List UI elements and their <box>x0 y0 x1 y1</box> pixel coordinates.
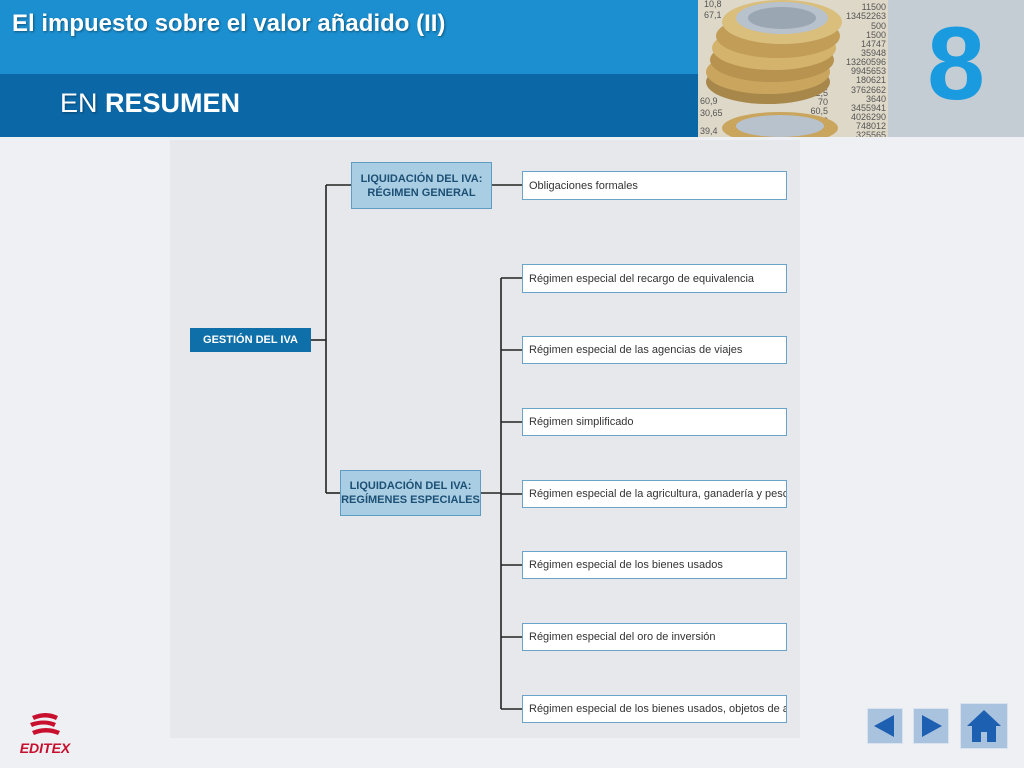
photo-number: 180621 <box>856 75 886 85</box>
photo-number: 1500 <box>866 30 886 40</box>
arrow-left-icon <box>874 715 894 737</box>
home-button[interactable] <box>960 703 1008 749</box>
photo-number: 3640 <box>866 94 886 104</box>
coin-stack-graphic <box>706 0 842 137</box>
header-top-bar <box>0 0 698 74</box>
general-regime-line2: RÉGIMEN GENERAL <box>367 186 476 199</box>
general-regime-node: LIQUIDACIÓN DEL IVA: RÉGIMEN GENERAL <box>351 162 492 209</box>
leaf-node: Régimen especial de los bienes usados <box>522 551 787 579</box>
editex-logo-icon <box>30 713 60 735</box>
home-icon <box>967 710 1001 742</box>
photo-number: 748012 <box>856 121 886 131</box>
leaf-node: Régimen especial de las agencias de viaj… <box>522 336 787 364</box>
page-title: El impuesto sobre el valor añadido (II) <box>12 10 446 37</box>
photo-number: 11500 <box>862 2 886 12</box>
photo-number: 70 <box>818 97 828 107</box>
photo-number: 9945653 <box>851 66 886 76</box>
arrow-right-icon <box>922 715 942 737</box>
photo-number: 67,1 <box>704 10 722 20</box>
photo-number: 13452263 <box>846 11 886 21</box>
general-regime-line1: LIQUIDACIÓN DEL IVA: <box>360 172 483 185</box>
leaf-node: Régimen especial del oro de inversión <box>522 623 787 651</box>
photo-number: 3455941 <box>851 103 886 113</box>
leaf-node: Régimen especial de la agricultura, gana… <box>522 480 787 508</box>
leaf-node: Régimen simplificado <box>522 408 787 436</box>
photo-number: 13260596 <box>846 57 886 67</box>
chapter-number-box <box>888 0 1024 137</box>
header-bottom-bar <box>0 74 698 137</box>
leaf-node: Régimen especial de los bienes usados, o… <box>522 695 787 723</box>
editex-logo: EDITEX <box>10 710 80 760</box>
photo-number: 325565 <box>856 130 886 137</box>
photo-number: 10,8 <box>704 0 722 9</box>
chapter-number: 8 <box>927 6 985 122</box>
previous-slide-button[interactable] <box>867 708 903 744</box>
section-title: EN RESUMEN <box>60 88 240 119</box>
photo-number: 4026290 <box>851 112 886 122</box>
photo-number: 35948 <box>861 48 886 58</box>
leaf-node: Régimen especial del recargo de equivale… <box>522 264 787 293</box>
editex-logo-text: EDITEX <box>19 740 71 756</box>
photo-number: 3762662 <box>851 85 886 95</box>
photo-number: 60,9 <box>700 96 718 106</box>
photo-number: 14747 <box>861 39 886 49</box>
photo-number: 500 <box>871 21 886 31</box>
photo-number: 60,5 <box>810 106 828 116</box>
special-regimes-line2: REGÍMENES ESPECIALES <box>341 494 480 506</box>
special-regimes-node: LIQUIDACIÓN DEL IVA: REGÍMENES ESPECIALE… <box>340 470 481 516</box>
special-regimes-line1: LIQUIDACIÓN DEL IVA: <box>349 480 472 492</box>
photo-number: 39,4 <box>700 126 718 136</box>
next-slide-button[interactable] <box>913 708 949 744</box>
root-node: GESTIÓN DEL IVA <box>190 328 311 352</box>
section-title-rest: RESUMEN <box>97 88 241 118</box>
coins-photo: 10,8 67,1 60,9 30,65 39,4 11500 13452263… <box>698 0 888 137</box>
section-title-prefix: EN <box>60 88 98 118</box>
photo-number: 30,65 <box>700 108 723 118</box>
leaf-node: Obligaciones formales <box>522 171 787 200</box>
